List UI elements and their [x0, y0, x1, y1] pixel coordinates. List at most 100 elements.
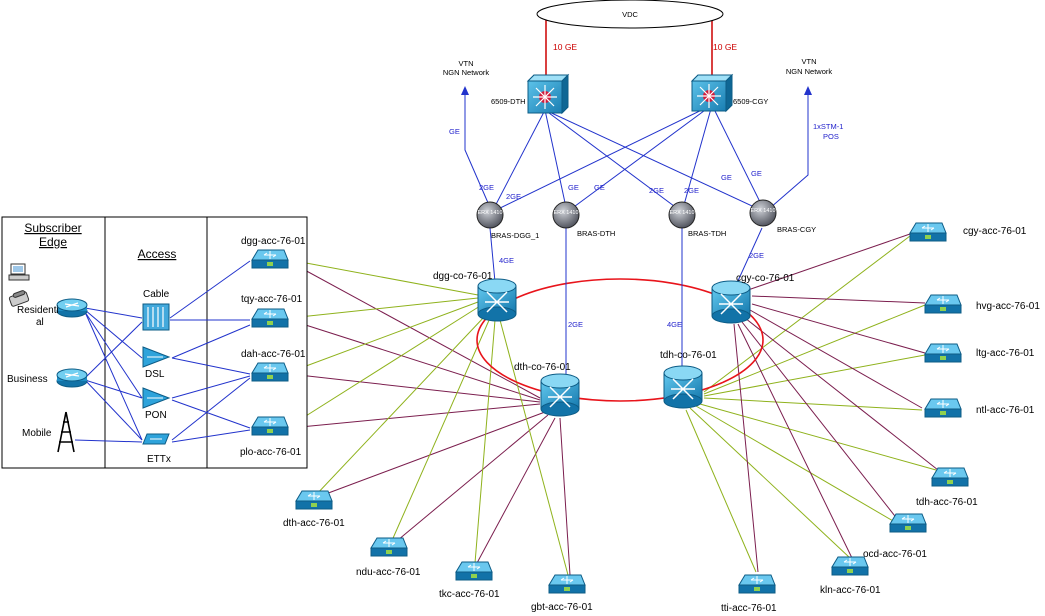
- link-label-dgg-co-up: 4GE: [499, 256, 514, 265]
- link-dth-acc-dgg-co: [314, 315, 486, 497]
- subscriber-access-links: [74, 260, 251, 443]
- vdc-label: VDC: [622, 10, 638, 19]
- dsl-icon: [142, 346, 171, 368]
- link-ndu-acc-dth-co: [391, 414, 549, 546]
- dgg-acc-76-01-switch[interactable]: [251, 249, 289, 269]
- link-dgg-acc-dgg-co: [289, 259, 479, 296]
- access-type-ettx: ETTx: [147, 454, 171, 465]
- link-hvg-acc-cgy-co: [751, 295, 926, 304]
- link-tqy-acc-dth-co: [289, 319, 541, 401]
- link-label-bras-dth-b: GE: [594, 183, 605, 192]
- co-router-dgg-label: dgg-co-76-01: [433, 271, 493, 282]
- bras-dth[interactable]: ERX 1410: [552, 201, 580, 229]
- link-label-bras-tdh-a: 2GE: [649, 186, 664, 195]
- link-ntl-acc-tdh-co: [703, 397, 923, 411]
- ltg-acc-76-01-switch[interactable]: [924, 343, 962, 363]
- access-type-cable: Cable: [143, 289, 170, 300]
- bras-dgg-inner: ERX 1410: [477, 210, 502, 216]
- vtn-right-line2: NGN Network: [786, 67, 833, 76]
- ndu-acc-76-01-label: ndu-acc-76-01: [356, 567, 421, 578]
- co-router-tdh-label: tdh-co-76-01: [660, 350, 717, 361]
- bras-tdh-inner: ERX 1410: [669, 210, 694, 216]
- bras-cgy[interactable]: ERX 1410: [749, 199, 777, 227]
- tqy-acc-76-01-label: tqy-acc-76-01: [241, 294, 303, 305]
- link-label-bras-cgy-b: GE: [751, 169, 762, 178]
- core-switch-6509-dth[interactable]: [526, 73, 570, 115]
- subscriber-edge-title-1: Subscriber: [24, 221, 81, 235]
- link-label-10ge-dth: 10 GE: [553, 42, 577, 52]
- plo-acc-76-01-label: plo-acc-76-01: [240, 447, 302, 458]
- core-switch-6509-cgy[interactable]: [690, 73, 734, 113]
- link-kln-acc-cgy-co: [737, 323, 853, 559]
- tdh-acc-76-01-label: tdh-acc-76-01: [916, 497, 978, 508]
- co-router-dth[interactable]: [540, 373, 580, 417]
- co-router-dth-label: dth-co-76-01: [514, 362, 571, 373]
- tkc-acc-76-01-switch[interactable]: [455, 561, 493, 581]
- link-dah-acc-dgg-co: [289, 301, 479, 373]
- ndu-acc-76-01-switch[interactable]: [370, 537, 408, 557]
- co-router-cgy-label: cgy-co-76-01: [736, 273, 795, 284]
- link-plo-acc-dgg-co: [289, 305, 481, 427]
- link-label-bras-dgg-a: 2GE: [479, 183, 494, 192]
- link-kln-acc-tdh-co: [689, 407, 851, 559]
- tdh-acc-76-01-switch[interactable]: [931, 467, 969, 487]
- dth-acc-76-01-switch[interactable]: [295, 490, 333, 510]
- computer-icon: [8, 263, 30, 281]
- tqy-acc-76-01-switch[interactable]: [251, 308, 289, 328]
- vdc-cloud: [536, 0, 724, 29]
- bras-cgy-inner: ERX 1410: [750, 208, 775, 214]
- core-switch-label-cgy: 6509-CGY: [733, 97, 768, 106]
- co-router-tdh[interactable]: [663, 365, 703, 409]
- link-label-10ge-cgy: 10 GE: [713, 42, 737, 52]
- hvg-acc-76-01-label: hvg-acc-76-01: [976, 301, 1040, 312]
- residential-router-icon: [56, 298, 88, 318]
- dah-acc-76-01-switch[interactable]: [251, 362, 289, 382]
- ntl-acc-76-01-label: ntl-acc-76-01: [976, 405, 1035, 416]
- tti-acc-76-01-switch[interactable]: [738, 574, 776, 594]
- link-tkc-acc-dth-co: [476, 417, 556, 564]
- link-label-cgy-co-up: 2GE: [749, 251, 764, 260]
- tti-acc-76-01-label: tti-acc-76-01: [721, 603, 777, 614]
- cable-icon: [142, 303, 170, 331]
- vtn-left-line1: VTN: [459, 59, 474, 68]
- cgy-acc-76-01-switch[interactable]: [909, 222, 947, 242]
- bras-dgg-label: BRAS-DGG_1: [491, 231, 539, 240]
- link-ocd-acc-cgy-co: [741, 321, 903, 526]
- link-dah-acc-dth-co: [289, 373, 541, 403]
- tkc-acc-76-01-label: tkc-acc-76-01: [439, 589, 500, 600]
- link-label-dth-co-up: 2GE: [568, 320, 583, 329]
- link-hvg-acc-tdh-co: [703, 304, 926, 395]
- link-label-bras-dth-a: GE: [568, 183, 579, 192]
- access-mesh-links: [289, 233, 939, 576]
- link-ocd-acc-tdh-co: [695, 405, 901, 526]
- co-router-dgg[interactable]: [477, 278, 517, 322]
- link-cgy-acc-cgy-co: [747, 233, 911, 291]
- mobile-tower-icon: [57, 411, 75, 453]
- bras-dth-inner: ERX 1410: [553, 210, 578, 216]
- ltg-acc-76-01-label: ltg-acc-76-01: [976, 348, 1035, 359]
- core-ring: [476, 278, 764, 402]
- dgg-acc-76-01-label: dgg-acc-76-01: [241, 236, 306, 247]
- bras-dgg[interactable]: ERX 1410: [476, 201, 504, 229]
- link-label-stm-2: POS: [823, 132, 839, 141]
- link-label-bras-tdh-b: 2GE: [684, 186, 699, 195]
- hvg-acc-76-01-switch[interactable]: [924, 294, 962, 314]
- ntl-acc-76-01-switch[interactable]: [924, 398, 962, 418]
- kln-acc-76-01-label: kln-acc-76-01: [820, 585, 881, 596]
- link-ltg-acc-tdh-co: [703, 354, 926, 397]
- link-ltg-acc-cgy-co: [751, 303, 926, 354]
- bras-tdh[interactable]: ERX 1410: [668, 201, 696, 229]
- ocd-acc-76-01-switch[interactable]: [889, 513, 927, 533]
- business-router-icon: [56, 368, 88, 388]
- kln-acc-76-01-switch[interactable]: [831, 556, 869, 576]
- gbt-acc-76-01-switch[interactable]: [548, 574, 586, 594]
- link-tqy-acc-dgg-co: [289, 297, 479, 319]
- uplink-lines: [461, 86, 812, 376]
- co-router-cgy[interactable]: [711, 280, 751, 324]
- gbt-acc-76-01-label: gbt-acc-76-01: [531, 602, 593, 613]
- bras-cgy-label: BRAS-CGY: [777, 225, 816, 234]
- access-type-pon: PON: [145, 410, 167, 421]
- plo-acc-76-01-switch[interactable]: [251, 416, 289, 436]
- vtn-right-line1: VTN: [802, 57, 817, 66]
